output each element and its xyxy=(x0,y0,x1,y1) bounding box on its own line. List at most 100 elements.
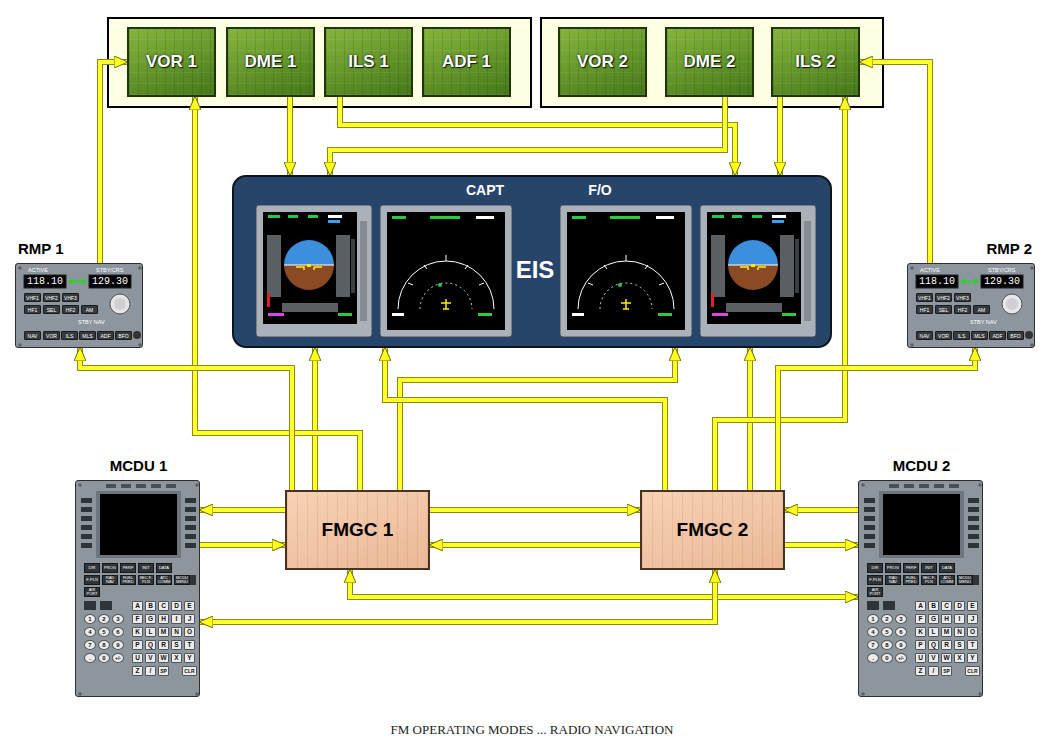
art-rect xyxy=(24,275,66,288)
panel-button: BFO xyxy=(1007,331,1024,340)
function-key: DIR xyxy=(867,563,883,573)
panel-button: HF2 xyxy=(62,305,79,314)
art-rect xyxy=(867,601,879,610)
letter-key: CLR xyxy=(182,666,197,676)
art-rect xyxy=(968,516,979,521)
letter-key: Q xyxy=(928,640,939,650)
connector-line xyxy=(340,97,735,175)
panel-button: VHF1 xyxy=(24,293,41,302)
connector-outline xyxy=(100,62,127,263)
connector-line xyxy=(778,97,782,175)
signal-connector xyxy=(785,545,858,546)
art-rect xyxy=(883,601,895,610)
letter-key: D xyxy=(954,601,965,611)
art-rect xyxy=(185,543,196,548)
panel-caption: ACTIVE xyxy=(920,267,940,273)
function-key: RAD NAV xyxy=(102,575,118,585)
art-circle xyxy=(1002,294,1022,314)
art-rect xyxy=(100,494,177,555)
art-circle xyxy=(114,298,126,310)
letter-key: K xyxy=(915,627,926,637)
letter-key: A xyxy=(132,601,143,611)
function-key: PERF xyxy=(903,563,919,573)
letter-key: B xyxy=(928,601,939,611)
art-circle xyxy=(133,331,141,339)
art-circle xyxy=(78,692,82,696)
letter-key: H xyxy=(941,614,952,624)
art-rect xyxy=(968,507,979,512)
art-circle xyxy=(1030,343,1034,347)
receiver-label: ADF 1 xyxy=(442,52,491,72)
receiver-label: DME 2 xyxy=(684,52,736,72)
connector-line xyxy=(400,348,675,490)
receiver-label: ILS 2 xyxy=(795,52,836,72)
receiver-box: ADF 1 xyxy=(422,27,511,97)
art-polygon xyxy=(960,278,965,285)
art-circle xyxy=(978,483,982,487)
letter-key: J xyxy=(967,614,978,624)
letter-key: / xyxy=(928,666,939,676)
function-key: AIR PORT xyxy=(867,587,883,597)
letter-key: A xyxy=(915,601,926,611)
connector-line xyxy=(200,570,715,622)
function-key: PERF xyxy=(120,563,136,573)
number-key: 0 xyxy=(881,653,893,663)
letter-key: SP xyxy=(158,666,169,676)
number-key: 4 xyxy=(84,627,96,637)
letter-key: V xyxy=(928,653,939,663)
frequency-readout: 118.10 xyxy=(24,275,66,288)
frequency-readout: 129.30 xyxy=(981,275,1023,288)
signal-connector xyxy=(780,97,781,175)
computer-box: FMGC 1 xyxy=(285,490,430,570)
function-key: RAD NAV xyxy=(885,575,901,585)
art-circle xyxy=(78,483,82,487)
number-key: +/- xyxy=(895,653,907,663)
connector-line xyxy=(200,508,285,512)
art-rect xyxy=(949,484,959,488)
art-rect xyxy=(166,484,176,488)
letter-key: U xyxy=(132,653,143,663)
receiver-rack xyxy=(108,18,531,107)
letter-key: W xyxy=(158,653,169,663)
panel-button: ILS xyxy=(953,331,970,340)
art-rect xyxy=(81,525,92,530)
art-rect xyxy=(864,534,875,539)
panel-button: VOR xyxy=(43,331,60,340)
radio-panel: RMP 1ACTIVESTBY/CRS118.10129.30VHF1VHF2V… xyxy=(15,263,143,348)
letter-key: B xyxy=(145,601,156,611)
connector-outline xyxy=(340,97,735,175)
letter-key: U xyxy=(915,653,926,663)
panel-caption: STBY/CRS xyxy=(988,267,1016,273)
art-circle xyxy=(138,343,142,347)
function-key: F-PLN xyxy=(84,575,100,585)
display-panel: CAPTF/OEIS xyxy=(232,175,832,348)
art-rect xyxy=(968,543,979,548)
connector-outline xyxy=(287,97,293,175)
connector-outline xyxy=(200,507,285,513)
primary-flight-display xyxy=(256,205,372,337)
art-rect xyxy=(864,543,875,548)
function-key: MCDU MENU xyxy=(957,575,973,585)
connector-line xyxy=(330,97,725,175)
letter-key: Z xyxy=(132,666,143,676)
receiver-label: VOR 1 xyxy=(146,52,197,72)
navigation-display xyxy=(560,205,692,337)
panel-button: MLS xyxy=(79,331,96,340)
function-key: INIT xyxy=(138,563,154,573)
letter-key: Y xyxy=(967,653,978,663)
unit-heading: MCDU 1 xyxy=(76,458,201,473)
signal-connector xyxy=(860,62,930,263)
letter-key: X xyxy=(171,653,182,663)
receiver-box: VOR 2 xyxy=(558,27,647,97)
seat-label: CAPT xyxy=(466,182,504,198)
primary-flight-display xyxy=(700,205,816,337)
letter-key: I xyxy=(954,614,965,624)
art-rect xyxy=(864,516,875,521)
signal-connector xyxy=(340,97,735,175)
panel-button: HF1 xyxy=(916,305,933,314)
navigation-display xyxy=(380,205,512,337)
number-key: 7 xyxy=(84,640,96,650)
letter-key: D xyxy=(171,601,182,611)
letter-key: E xyxy=(967,601,978,611)
